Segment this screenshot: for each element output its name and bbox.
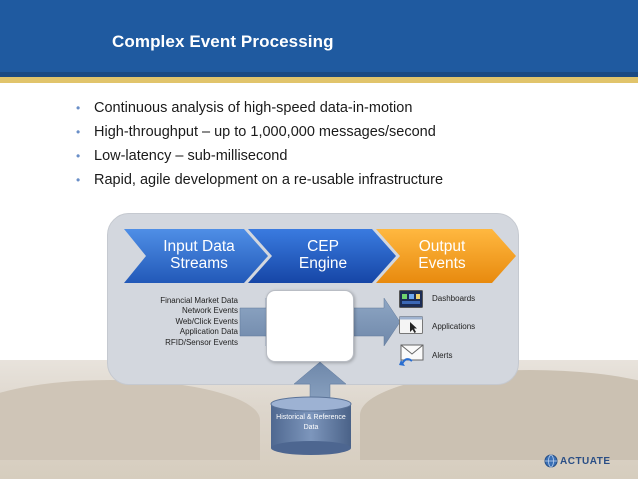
stage-label-line: CEP [307,238,339,255]
output-label-dashboards: Dashboards [432,294,476,303]
stage-label-line: Engine [298,255,348,272]
chevron-stages [124,229,516,283]
database-label: Historical & Reference Data [270,413,352,433]
input-sources-list: Financial Market Data Network Events Web… [120,296,238,348]
bullet-text: High-throughput – up to 1,000,000 messag… [94,124,436,140]
header-accent-stripe [0,77,638,83]
input-source-item: RFID/Sensor Events [165,337,238,347]
bullet-dot-icon: • [76,173,81,187]
bullet-item: • Continuous analysis of high-speed data-… [76,96,443,120]
bullet-list: • Continuous analysis of high-speed data-… [76,96,443,192]
stage-label-line: Events [418,255,466,272]
database-label-line: Historical & Reference [276,414,346,421]
output-label-alerts: Alerts [432,351,453,360]
dashboard-icon [399,290,423,308]
slide-title: Complex Event Processing [112,32,334,51]
stage-input-label: Input Data Streams [146,229,252,283]
header-divider [0,72,638,77]
input-source-item: Web/Click Events [175,316,238,326]
bullet-dot-icon: • [76,149,81,163]
input-source-item: Application Data [179,327,238,337]
output-flow-arrow [352,297,401,347]
stage-engine-label: CEP Engine [270,229,376,283]
input-source-item: Financial Market Data [160,296,238,305]
bullet-text: Rapid, agile development on a re-usable … [94,172,444,188]
header-band [0,0,638,72]
database-cylinder-icon [270,396,352,455]
stage-engine-chevron [248,229,396,283]
stage-input-chevron [124,229,268,283]
database-label-line: Data [303,424,319,431]
bullet-text: Continuous analysis of high-speed data-i… [94,100,413,116]
globe-icon [544,454,558,468]
output-label-applications: Applications [432,322,476,331]
stage-output-chevron [376,229,516,283]
bullet-text: Low-latency – sub-millisecond [94,148,288,164]
bullet-dot-icon: • [76,101,81,115]
hill-shape [360,370,638,460]
stage-output-label: Output Events [390,229,494,283]
bullet-item: • Rapid, agile development on a re-usable… [76,168,443,192]
envelope-alert-icon [399,344,424,366]
input-source-item: Network Events [181,306,238,316]
cep-engine-box [266,290,354,362]
application-cursor-icon [399,316,423,334]
bullet-item: • Low-latency – sub-millisecond [76,144,443,168]
bullet-dot-icon: • [76,125,81,139]
stage-label-line: Output [418,238,466,255]
hill-shape [0,380,260,460]
bullet-item: • High-throughput – up to 1,000,000 messa… [76,120,443,144]
company-logo-text: ACTUATE [560,456,611,467]
stage-label-line: Input Data [163,238,235,255]
stage-label-line: Streams [170,255,228,272]
